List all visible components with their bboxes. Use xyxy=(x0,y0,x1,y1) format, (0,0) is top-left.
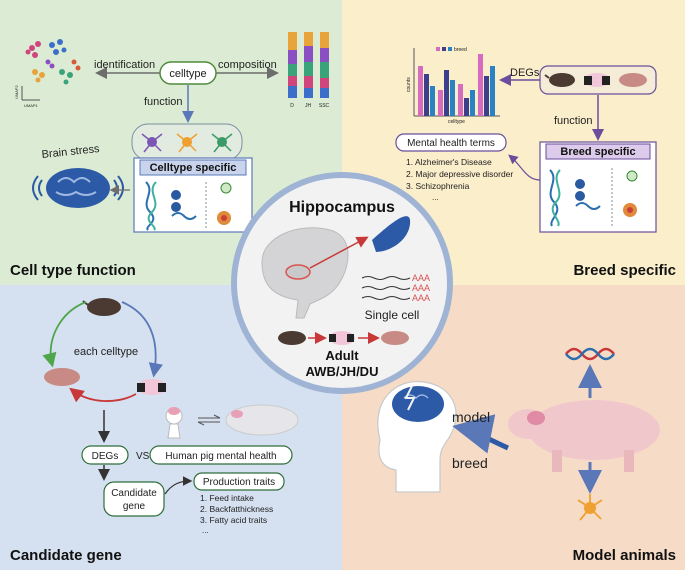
brain-stress-icon xyxy=(32,168,124,208)
breed-specific-header xyxy=(545,143,651,160)
composition-cat-1: D xyxy=(290,103,294,109)
celltype-specific-label: Celltype specific xyxy=(150,162,237,174)
mental-health-term-2: 2. Major depressive disorder xyxy=(406,169,513,179)
degs-label-q2: DEGs xyxy=(510,67,540,79)
production-trait-3: 3. Fatty acid traits xyxy=(200,515,267,525)
molecular-icons-q2 xyxy=(549,168,638,228)
title-model-animals: Model animals xyxy=(573,547,676,564)
brain-side-icon xyxy=(261,227,349,319)
pig-jh-icon xyxy=(584,73,610,87)
model-arrow xyxy=(452,414,510,454)
production-traits-box xyxy=(193,472,285,491)
production-more: ... xyxy=(202,526,209,535)
dna-icon xyxy=(565,347,615,361)
aaa-text-3: AAA xyxy=(412,293,430,303)
function-label-left: function xyxy=(144,96,183,108)
celltype-label: celltype xyxy=(169,68,206,80)
mental-health-term-3: 3. Schizophrenia xyxy=(406,181,470,191)
composition-stacked-bars xyxy=(288,32,329,98)
aaa-text-1: AAA xyxy=(412,273,430,283)
title-candidate-gene: Candidate gene xyxy=(10,547,122,564)
production-traits-title: Production traits xyxy=(203,477,275,488)
composition-cat-2: JH xyxy=(305,103,312,109)
candidate-gene-label-2: gene xyxy=(123,501,146,512)
human-head-icon xyxy=(377,380,457,493)
pig-jh-q3-icon xyxy=(137,379,167,395)
vs-label: VS xyxy=(136,451,150,462)
pig-du-q3-icon xyxy=(44,368,80,386)
mental-health-box xyxy=(395,133,507,152)
composition-cat-3: SSC xyxy=(319,103,330,109)
center-title: Hippocampus xyxy=(289,199,395,216)
center-pigs xyxy=(278,331,409,345)
neuron-icons xyxy=(141,133,233,153)
model-label: model xyxy=(452,409,490,425)
aaa-text-2: AAA xyxy=(412,283,430,293)
title-cell-type-function: Cell type function xyxy=(10,262,136,279)
breed-to-terms-arrow xyxy=(508,154,541,181)
neuron-q4-icon xyxy=(577,494,603,521)
human-pig-box xyxy=(149,445,293,465)
degs-box-q3 xyxy=(81,445,129,465)
candidate-gene-label-1: Candidate xyxy=(111,488,157,499)
production-trait-1: 1. Feed intake xyxy=(200,493,254,503)
title-breed-specific: Breed specific xyxy=(573,262,676,279)
cycle-arrow-red xyxy=(69,387,137,403)
breed-label-q4: breed xyxy=(452,455,488,471)
breed-specific-label: Breed specific xyxy=(560,146,635,158)
rna-lines xyxy=(361,276,411,300)
breed-bar-chart xyxy=(413,47,500,117)
umap-y-label: UMAP2 xyxy=(14,84,19,99)
breeds-label: AWB/JH/DU xyxy=(306,364,379,379)
production-arrow xyxy=(164,476,193,495)
production-trait-2: 2. Backfatthickness xyxy=(200,504,273,514)
each-celltype-label: each celltype xyxy=(74,346,138,358)
pig-awb-icon xyxy=(544,73,575,87)
celltype-box xyxy=(159,61,217,85)
mental-health-title: Mental health terms xyxy=(407,138,495,149)
mental-health-more: ... xyxy=(432,193,439,202)
cycle-arrow-green xyxy=(42,301,87,368)
celltype-specific-header xyxy=(139,159,247,176)
breed-chart-y-label: counts xyxy=(406,77,412,92)
pig-model-icon xyxy=(508,400,660,472)
umap-plot xyxy=(21,39,81,101)
molecular-icons-q1 xyxy=(145,181,232,231)
human-pig-icons xyxy=(165,404,299,439)
composition-label: composition xyxy=(218,59,277,71)
mental-health-term-1: 1. Alzheimer's Disease xyxy=(406,157,492,167)
hippocampus-arrow xyxy=(309,236,369,269)
cycle-arrow-blue xyxy=(121,301,163,378)
breed-chart-legend: breed xyxy=(454,47,467,53)
single-cell-label: Single cell xyxy=(365,308,420,322)
degs-label-q3: DEGs xyxy=(92,451,119,462)
identification-label: identification xyxy=(94,59,155,71)
hippocampus-icon xyxy=(372,216,411,252)
function-label-right: function xyxy=(554,115,593,127)
breed-chart-x-label: celltype xyxy=(448,119,465,125)
umap-x-label: UMAP1 xyxy=(24,103,39,108)
adult-label: Adult xyxy=(325,348,359,363)
human-pig-label: Human pig mental health xyxy=(165,451,276,462)
pig-du-icon xyxy=(619,73,647,87)
candidate-gene-box xyxy=(103,481,165,517)
